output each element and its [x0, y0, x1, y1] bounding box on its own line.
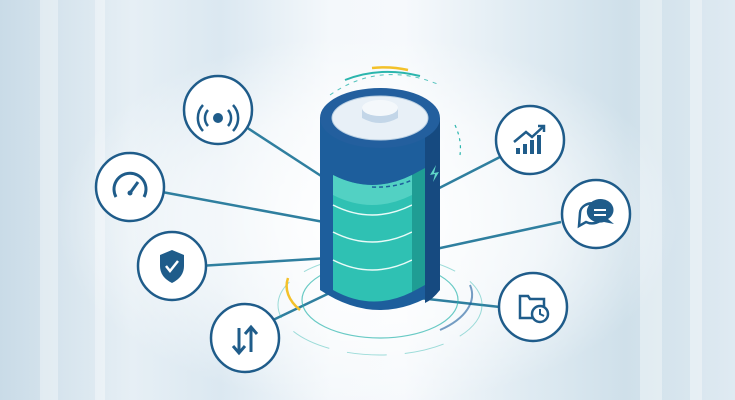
chat-bubbles-icon [560, 178, 632, 250]
feature-icons [94, 74, 632, 374]
signal-broadcast-icon [182, 74, 254, 146]
background-stripe [690, 0, 702, 400]
charge-level [332, 165, 439, 302]
line-speed [161, 190, 341, 227]
shield-check-icon [136, 230, 208, 302]
battery [320, 88, 440, 310]
up-down-arrows-icon [209, 302, 281, 374]
growth-chart-icon [494, 104, 566, 176]
background-stripe [40, 0, 58, 400]
folder-clock-icon [497, 271, 569, 343]
top-arcs [329, 66, 462, 156]
speedometer-icon [94, 151, 166, 223]
background-stripe [640, 0, 662, 400]
